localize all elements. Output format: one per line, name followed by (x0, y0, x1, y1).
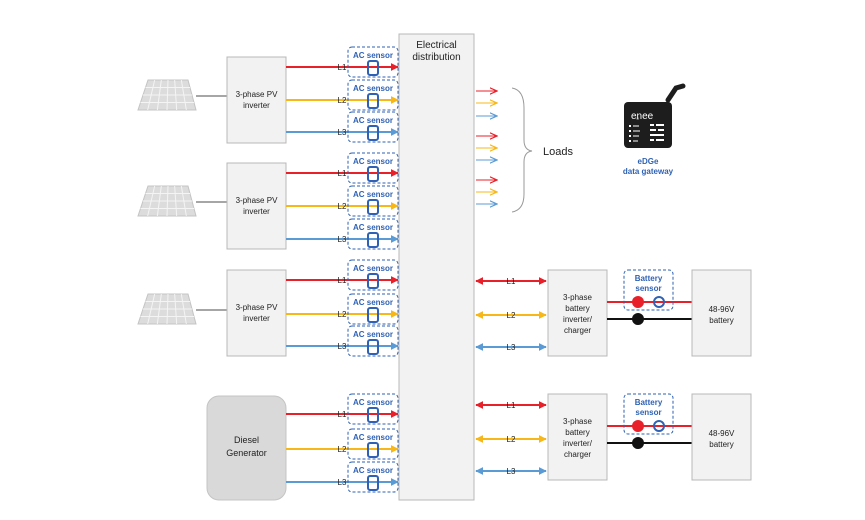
battery-sensor-icon (653, 296, 665, 308)
ac-sensor: AC sensor (347, 185, 399, 217)
gateway-device-icon: enee ≋ (624, 83, 686, 148)
ac-sensor: AC sensor (347, 293, 399, 325)
loads-brace (511, 87, 533, 213)
battery-sensor-label-line2: sensor (635, 408, 661, 417)
battery-inverter-label: charger (564, 326, 591, 335)
ac-sensor: AC sensor (347, 111, 399, 143)
negative-terminal-icon (632, 437, 644, 449)
battery-sensor-label-line1: Battery (635, 398, 663, 407)
battery-systems: L1L2L33-phasebatteryinverter/chargerBatt… (475, 269, 752, 481)
gateway-caption-line2: data gateway (623, 167, 674, 176)
positive-terminal-icon (632, 420, 644, 432)
battery-inverter-label: 3-phase (563, 293, 592, 302)
phase-label: L2 (507, 435, 516, 444)
phase-label: L2 (507, 311, 516, 320)
battery-inverter-label: charger (564, 450, 591, 459)
solar-panel-icon (137, 185, 197, 217)
ac-sensor: AC sensor (347, 461, 399, 493)
phase-label: L3 (338, 128, 347, 137)
ac-sensor: AC sensor (347, 393, 399, 425)
ac-sensor: AC sensor (347, 46, 399, 78)
battery-inverter-label: 3-phase (563, 417, 592, 426)
battery-label-line1: 48-96V (709, 429, 735, 438)
battery-label-line2: battery (709, 316, 733, 325)
battery-sensor-label-line2: sensor (635, 284, 661, 293)
pv-inverter-label-line1: 3-phase PV (236, 196, 278, 205)
battery-inverter-label: inverter/ (563, 315, 593, 324)
phase-label: L3 (507, 343, 516, 352)
phase-label: L2 (338, 96, 347, 105)
phase-label: L3 (507, 467, 516, 476)
positive-terminal-icon (632, 296, 644, 308)
distribution-title-line2: distribution (412, 52, 460, 63)
ac-sensor-label: AC sensor (353, 190, 393, 199)
phase-label: L2 (338, 445, 347, 454)
negative-terminal-icon (632, 313, 644, 325)
ac-sensor: AC sensor (347, 152, 399, 184)
battery-sensor (623, 269, 674, 311)
distribution-title-line1: Electrical (416, 40, 457, 51)
battery-inverter-label: battery (565, 428, 589, 437)
gateway-caption-line1: eDGe (638, 157, 659, 166)
battery-label-line1: 48-96V (709, 305, 735, 314)
loads-label: Loads (543, 146, 573, 158)
phase-label: L1 (338, 169, 347, 178)
ac-sensor-label: AC sensor (353, 84, 393, 93)
ac-sensor-label: AC sensor (353, 116, 393, 125)
ac-sensor-label: AC sensor (353, 223, 393, 232)
battery-inverter-label: battery (565, 304, 589, 313)
ac-sensor-label: AC sensor (353, 51, 393, 60)
battery-sensor-icon (653, 420, 665, 432)
ac-sensor-label: AC sensor (353, 298, 393, 307)
generator-label-line1: Diesel (234, 435, 259, 445)
electrical-distribution-panel: Electrical distribution (398, 33, 475, 501)
phase-label: L1 (507, 277, 516, 286)
solar-panel-icon (137, 293, 197, 325)
phase-label: L2 (338, 202, 347, 211)
pv-inverter-label-line2: inverter (243, 207, 270, 216)
generator-label-line2: Generator (226, 448, 267, 458)
svg-text:≋: ≋ (636, 116, 639, 121)
loads-group (476, 91, 497, 204)
phase-label: L1 (507, 401, 516, 410)
ac-sensor: AC sensor (347, 79, 399, 111)
pv-inverter-label-line1: 3-phase PV (236, 303, 278, 312)
ac-sensor: AC sensor (347, 259, 399, 291)
ac-sensor: AC sensor (347, 218, 399, 250)
battery-label-line2: battery (709, 440, 733, 449)
ac-sensor-label: AC sensor (353, 330, 393, 339)
phase-label: L3 (338, 478, 347, 487)
ac-sensor: AC sensor (347, 428, 399, 460)
ac-sensor: AC sensor (347, 325, 399, 357)
pv-inverter-label-line1: 3-phase PV (236, 90, 278, 99)
phase-label: L1 (338, 276, 347, 285)
ac-sensor-label: AC sensor (353, 157, 393, 166)
ac-sensor-label: AC sensor (353, 433, 393, 442)
phase-label: L2 (338, 310, 347, 319)
phase-label: L3 (338, 235, 347, 244)
ac-sensors: AC sensor AC sensor AC sensor AC sensor AC s… (347, 46, 399, 493)
phase-label: L1 (338, 63, 347, 72)
pv-inverter-label-line2: inverter (243, 101, 270, 110)
battery-inverter-label: inverter/ (563, 439, 593, 448)
ac-sensor-label: AC sensor (353, 264, 393, 273)
solar-panel-icon (137, 79, 197, 111)
ac-sensor-label: AC sensor (353, 398, 393, 407)
pv-inverter-label-line2: inverter (243, 314, 270, 323)
ac-sensor-label: AC sensor (353, 466, 393, 475)
gateway-brand: enee (631, 111, 654, 122)
battery-sensor (623, 393, 674, 435)
phase-label: L3 (338, 342, 347, 351)
phase-label: L1 (338, 410, 347, 419)
battery-sensor-label-line1: Battery (635, 274, 663, 283)
